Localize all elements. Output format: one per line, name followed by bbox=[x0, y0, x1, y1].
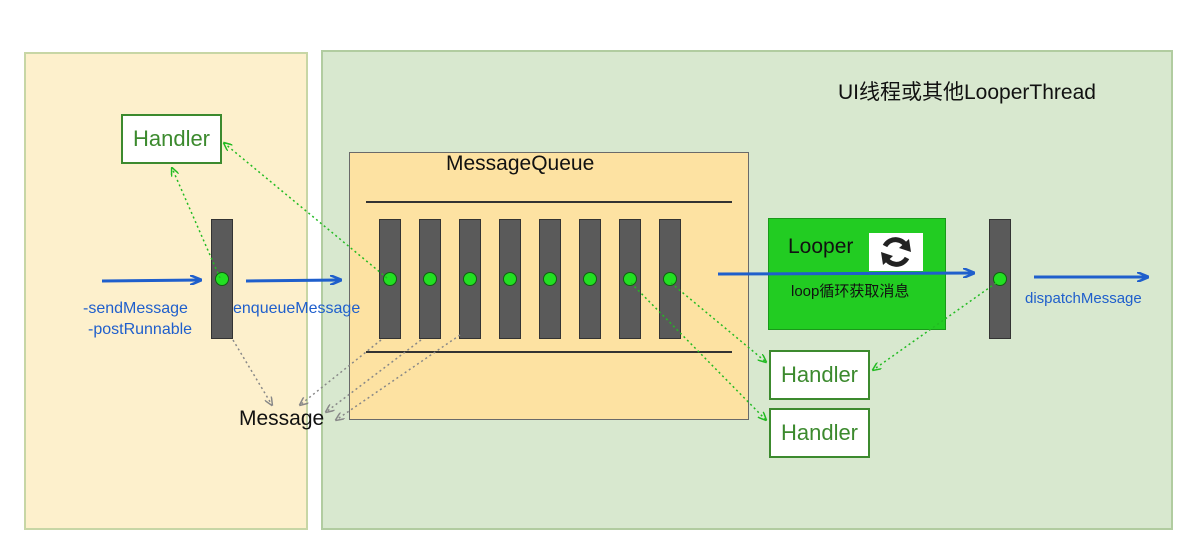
looper-caption: loop循环获取消息 bbox=[791, 283, 910, 300]
message-label: Message bbox=[239, 407, 325, 430]
refresh-icon bbox=[869, 233, 923, 271]
message-dot bbox=[993, 272, 1007, 286]
handler-sender: Handler bbox=[121, 114, 222, 164]
message-dot bbox=[663, 272, 677, 286]
message-dot bbox=[623, 272, 637, 286]
message-dot bbox=[583, 272, 597, 286]
looper-label: Looper bbox=[788, 235, 854, 258]
message-dot bbox=[463, 272, 477, 286]
post-runnable-label: -postRunnable bbox=[88, 321, 193, 338]
enqueue-message-label: enqueueMessage bbox=[233, 300, 361, 317]
message-dot bbox=[383, 272, 397, 286]
message-dot bbox=[503, 272, 517, 286]
message-dot bbox=[215, 272, 229, 286]
message-dot bbox=[543, 272, 557, 286]
handler-target-1: Handler bbox=[769, 350, 870, 400]
queue-title: MessageQueue bbox=[446, 152, 595, 175]
handler-target-2: Handler bbox=[769, 408, 870, 458]
thread-title: UI线程或其他LooperThread bbox=[838, 81, 1096, 104]
dispatch-message-label: dispatchMessage bbox=[1025, 290, 1142, 307]
send-message-label: -sendMessage bbox=[83, 300, 188, 317]
message-dot bbox=[423, 272, 437, 286]
